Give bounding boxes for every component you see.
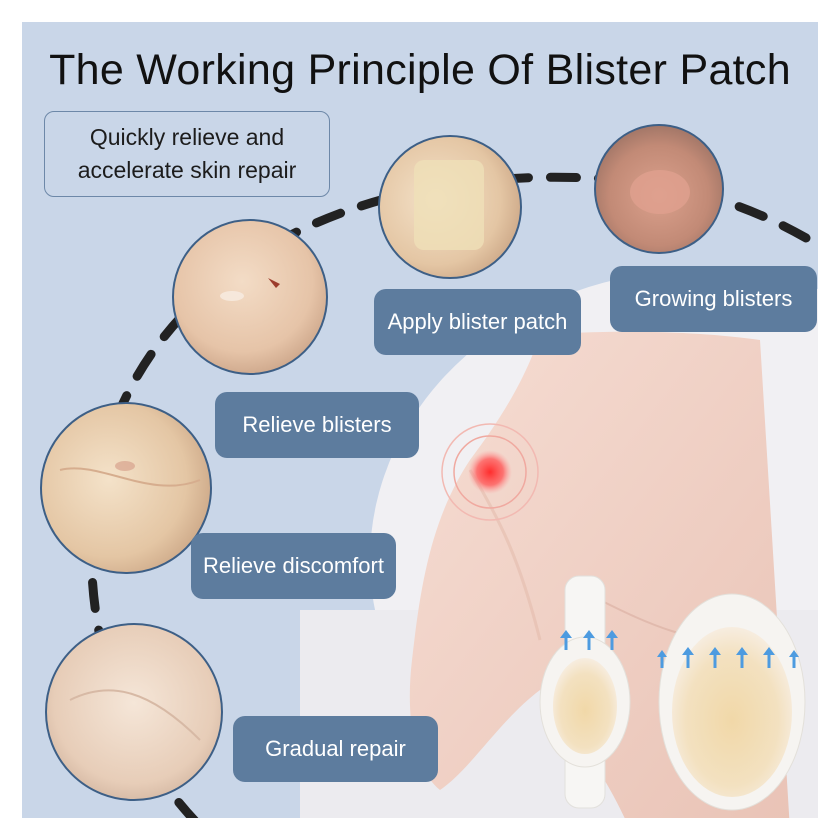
large-patch (658, 593, 806, 811)
arrow-up-icon (763, 647, 775, 668)
small-patch (539, 575, 631, 809)
arrow-up-icon (657, 650, 667, 668)
absorption-arrows (560, 630, 799, 668)
arrow-up-icon (560, 630, 572, 650)
arrow-up-icon (789, 650, 799, 668)
arrow-up-icon (736, 647, 748, 668)
step-label-growing-blisters: Growing blisters (610, 266, 817, 332)
benefit-note-line-2: accelerate skin repair (77, 157, 297, 183)
blister-indicator (441, 423, 539, 521)
benefit-note-line-1: Quickly relieve and (89, 124, 285, 150)
arrow-up-icon (583, 630, 595, 650)
step-label-relieve-blisters: Relieve blisters (215, 392, 419, 458)
photo-applied-patch (378, 135, 522, 279)
step-label-relieve-discomfort: Relieve discomfort (191, 533, 396, 599)
arrow-up-icon (709, 647, 721, 668)
page-title: The Working Principle Of Blister Patch (49, 46, 791, 94)
photo-growing-blister (594, 124, 724, 254)
benefit-note: Quickly relieve and accelerate skin repa… (44, 111, 330, 197)
step-label-gradual-repair: Gradual repair (233, 716, 438, 782)
photo-discomfort-relief (40, 402, 212, 574)
photo-relieved-blister (172, 219, 328, 375)
photo-gradual-repair (45, 623, 223, 801)
arrow-up-icon (682, 647, 694, 668)
arrow-up-icon (606, 630, 618, 650)
step-label-apply-patch: Apply blister patch (374, 289, 581, 355)
